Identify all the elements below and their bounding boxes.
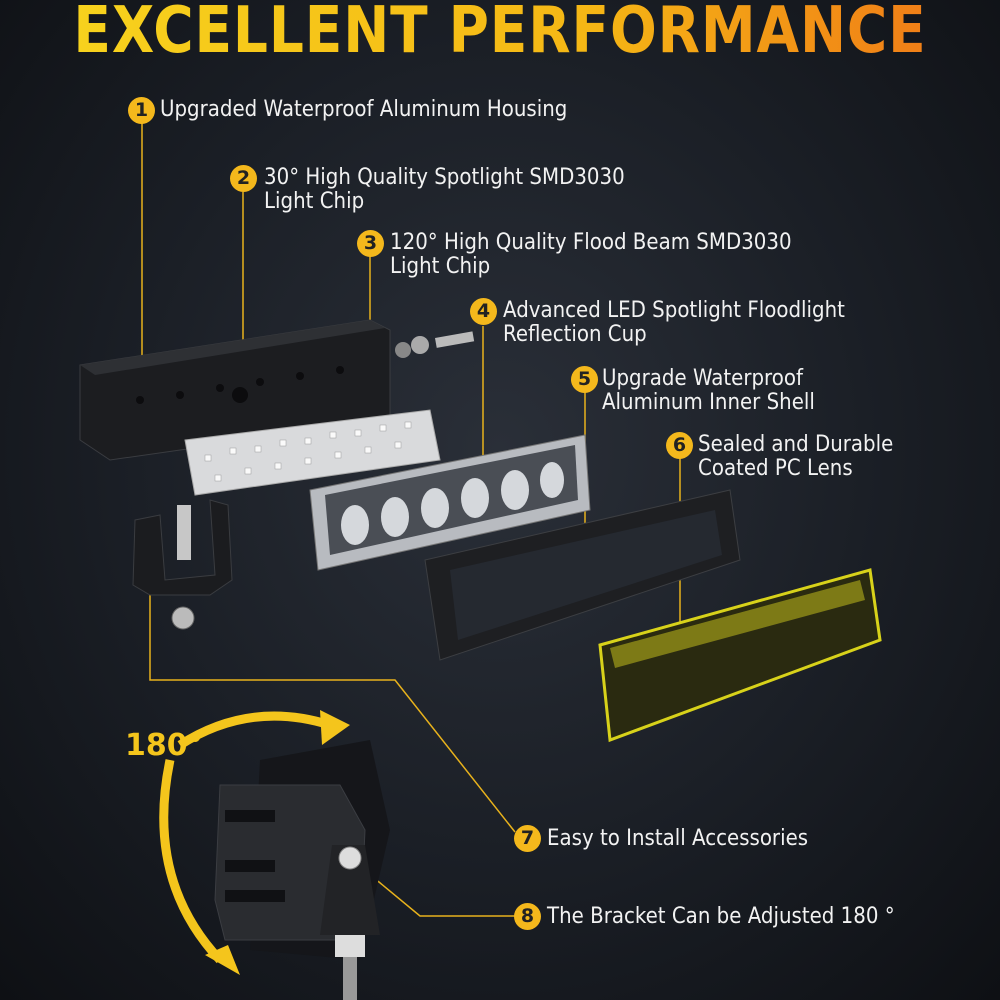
callout-7: Easy to Install Accessories xyxy=(547,827,808,851)
reflector-cup xyxy=(309,434,591,571)
screws xyxy=(395,331,475,358)
callout-badge-2: 2 xyxy=(230,165,257,192)
callout-badge-5: 5 xyxy=(571,366,598,393)
callout-1: Upgraded Waterproof Aluminum Housing xyxy=(160,98,567,122)
page-title: EXCELLENT PERFORMANCE xyxy=(70,0,930,68)
callout-text: Sealed and Durable xyxy=(698,432,894,457)
callout-text: The Bracket Can be Adjusted 180 ° xyxy=(547,904,895,929)
rotation-angle-label: 180° xyxy=(125,728,203,763)
callout-text: Upgrade Waterproof xyxy=(602,366,803,391)
callout-8: The Bracket Can be Adjusted 180 ° xyxy=(547,905,895,929)
inner-shell-frame xyxy=(424,489,741,661)
callout-text: Aluminum Inner Shell xyxy=(602,390,815,415)
callout-text: Light Chip xyxy=(264,189,365,214)
callout-text: Easy to Install Accessories xyxy=(547,826,809,851)
rotating-light-assembly xyxy=(159,710,390,1000)
pc-lens xyxy=(598,568,882,743)
callout-badge-7: 7 xyxy=(514,825,541,852)
led-chip-board xyxy=(184,409,441,496)
callout-badge-6: 6 xyxy=(666,432,693,459)
callout-text: Upgraded Waterproof Aluminum Housing xyxy=(160,97,568,122)
callout-text: Advanced LED Spotlight Floodlight xyxy=(503,298,845,323)
mounting-bracket xyxy=(132,499,233,630)
callout-badge-8: 8 xyxy=(514,903,541,930)
callout-badge-3: 3 xyxy=(357,230,384,257)
callout-text: 30° High Quality Spotlight SMD3030 xyxy=(264,165,625,190)
callout-text: Light Chip xyxy=(390,254,491,279)
callout-badge-1: 1 xyxy=(128,97,155,124)
callout-text: Coated PC Lens xyxy=(698,456,853,481)
callout-text: Reflection Cup xyxy=(503,322,647,347)
callout-text: 120° High Quality Flood Beam SMD3030 xyxy=(390,230,792,255)
callout-badge-4: 4 xyxy=(470,298,497,325)
